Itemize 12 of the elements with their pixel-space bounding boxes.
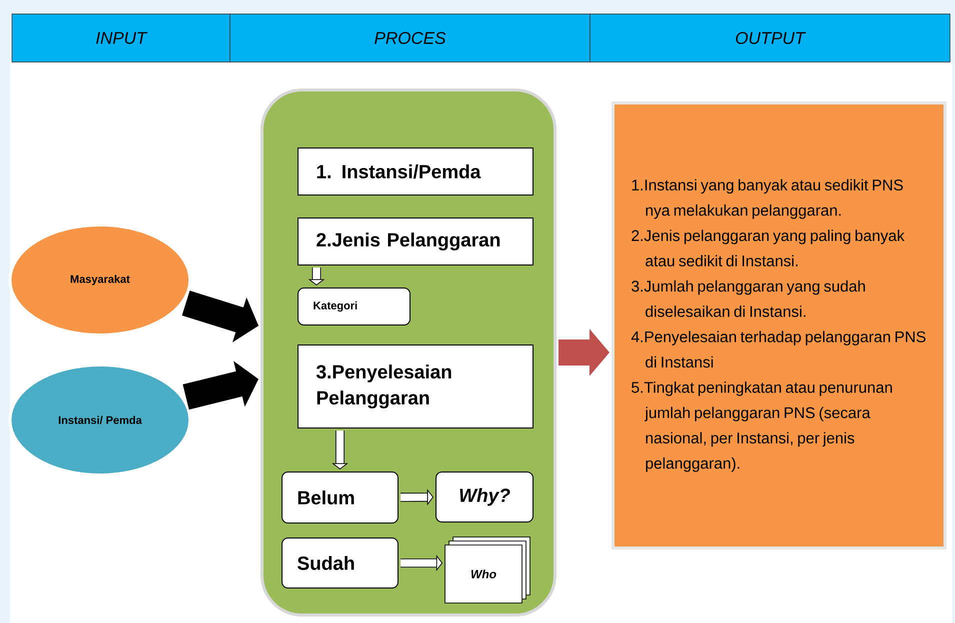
process-box: 2.Jenis Pelanggaran	[298, 218, 534, 266]
header-cell: PROCES	[230, 14, 590, 62]
header-cell: OUTPUT	[590, 14, 950, 62]
process-box: 3.Penyelesaian Pelanggaran	[298, 344, 534, 428]
document-stack: Who	[444, 536, 530, 604]
process-box: Kategori	[298, 288, 410, 326]
process-box: Sudah	[282, 538, 398, 588]
output-box: 1.Instansi yang banyak atau sedikit PNS nya melakukan pelanggaran. 2.Jenis pelanggaran yang paling banyak atau sedikit di Instansi. 3.Jumlah pelanggaran yang sudah diselesaikan di Instansi. 4.Penyelesaian terhadap pelanggaran PNS di Instansi 5.Tingkat peningkatan atau penurunan jumlah pelanggaran PNS (secara nasional, per Instansi, per jenis pelanggaran).	[612, 102, 946, 550]
process-box: Belum	[282, 472, 398, 524]
header-cell: INPUT	[12, 14, 230, 62]
process-box: Why?	[436, 472, 534, 522]
process-box: 1. Instansi/Pemda	[298, 148, 534, 196]
